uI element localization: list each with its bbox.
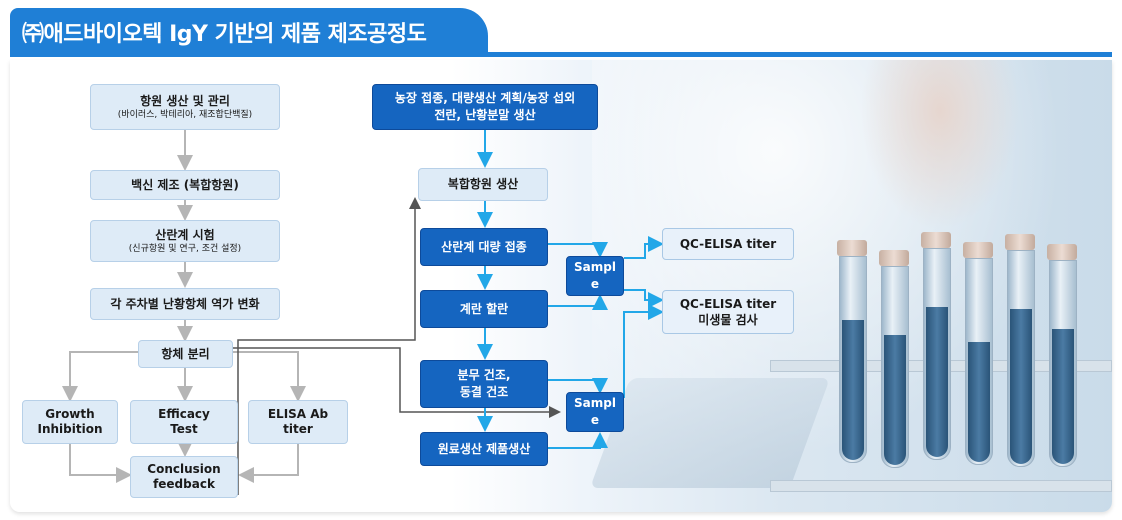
tube-cap bbox=[1047, 244, 1077, 260]
dry-line2: 동결 건조 bbox=[459, 385, 509, 399]
qc2-line2: 미생물 검사 bbox=[698, 313, 758, 327]
hen-test-box: 산란계 시험 (신규항원 및 연구, 조건 설정) bbox=[90, 220, 280, 262]
tube-cap bbox=[963, 242, 993, 258]
sample1-line1: Sampl bbox=[574, 260, 616, 274]
elisa-line2: titer bbox=[283, 422, 313, 436]
antigen-sub: (바이러스, 박테리아, 재조합단백질) bbox=[117, 109, 253, 120]
elisa-line1: ELISA Ab bbox=[267, 407, 329, 421]
rack-bottom-bar bbox=[770, 480, 1112, 492]
complex-title: 복합항원 생산 bbox=[447, 177, 519, 191]
sample-box-2: Sampl e bbox=[566, 392, 624, 432]
complex-antigen-box: 복합항원 생산 bbox=[418, 168, 548, 201]
hen-test-title: 산란계 시험 bbox=[155, 227, 215, 242]
growth-line1: Growth bbox=[45, 407, 95, 421]
farm-line1: 농장 접종, 대량생산 계획/농장 섭외 bbox=[394, 91, 576, 105]
mass-title: 산란계 대량 접종 bbox=[441, 239, 527, 254]
page-title: ㈜애드바이오텍 IgY 기반의 제품 제조공정도 bbox=[22, 22, 427, 47]
mass-inoculation-box: 산란계 대량 접종 bbox=[420, 228, 548, 266]
qc-elisa-box-1: QC-ELISA titer bbox=[662, 228, 794, 260]
tube-cap bbox=[921, 232, 951, 248]
raw-title: 원료생산 제품생산 bbox=[437, 441, 531, 456]
egg-title: 계란 할란 bbox=[459, 301, 509, 316]
farm-inoculation-box: 농장 접종, 대량생산 계획/농장 섭외 전란, 난황분말 생산 bbox=[372, 84, 598, 130]
vaccine-box: 백신 제조 (복합항원) bbox=[90, 170, 280, 200]
test-tube bbox=[881, 266, 909, 468]
antibody-separation-box: 항체 분리 bbox=[138, 340, 233, 368]
efficacy-line1: Efficacy bbox=[158, 407, 210, 421]
efficacy-test-box: Efficacy Test bbox=[130, 400, 238, 444]
antigen-production-box: 항원 생산 및 관리 (바이러스, 박테리아, 재조합단백질) bbox=[90, 84, 280, 130]
sample2-line2: e bbox=[590, 413, 600, 427]
vaccine-title: 백신 제조 (복합항원) bbox=[131, 177, 239, 192]
growth-inhibition-box: Growth Inhibition bbox=[22, 400, 118, 444]
sample1-line2: e bbox=[590, 277, 600, 291]
test-tube bbox=[965, 258, 993, 465]
conclusion-line2: feedback bbox=[153, 477, 215, 491]
conclusion-feedback-box: Conclusion feedback bbox=[130, 456, 238, 498]
test-tube bbox=[1049, 260, 1077, 467]
antigen-title: 항원 생산 및 관리 bbox=[140, 93, 230, 108]
separation-title: 항체 분리 bbox=[161, 346, 210, 361]
titer-change-box: 각 주차별 난황항체 역가 변화 bbox=[90, 288, 280, 320]
titer-change-title: 각 주차별 난황항체 역가 변화 bbox=[110, 296, 260, 311]
dry-line1: 분무 건조, bbox=[457, 368, 511, 382]
efficacy-line2: Test bbox=[170, 422, 198, 436]
farm-line2: 전란, 난황분말 생산 bbox=[434, 108, 536, 122]
test-tube bbox=[923, 248, 951, 460]
tube-cap bbox=[1005, 234, 1035, 250]
diagram-panel bbox=[10, 60, 1112, 512]
background-hand bbox=[860, 60, 1020, 230]
growth-line2: Inhibition bbox=[37, 422, 103, 436]
sample-box-1: Sampl e bbox=[566, 256, 624, 296]
tube-cap bbox=[879, 250, 909, 266]
title-underline bbox=[10, 52, 1112, 57]
tube-cap bbox=[837, 240, 867, 256]
qc1-title: QC-ELISA titer bbox=[679, 237, 777, 251]
title-bar bbox=[10, 8, 488, 52]
test-tube bbox=[1007, 250, 1035, 467]
raw-production-box: 원료생산 제품생산 bbox=[420, 432, 548, 466]
qc2-line1: QC-ELISA titer bbox=[679, 297, 777, 311]
qc-elisa-box-2: QC-ELISA titer 미생물 검사 bbox=[662, 290, 794, 334]
conclusion-line1: Conclusion bbox=[147, 462, 221, 476]
elisa-ab-titer-box: ELISA Ab titer bbox=[248, 400, 348, 444]
egg-breaking-box: 계란 할란 bbox=[420, 290, 548, 328]
sample2-line1: Sampl bbox=[574, 396, 616, 410]
test-tube bbox=[839, 256, 867, 463]
hen-test-sub: (신규항원 및 연구, 조건 설정) bbox=[128, 243, 242, 254]
drying-box: 분무 건조, 동결 건조 bbox=[420, 360, 548, 408]
